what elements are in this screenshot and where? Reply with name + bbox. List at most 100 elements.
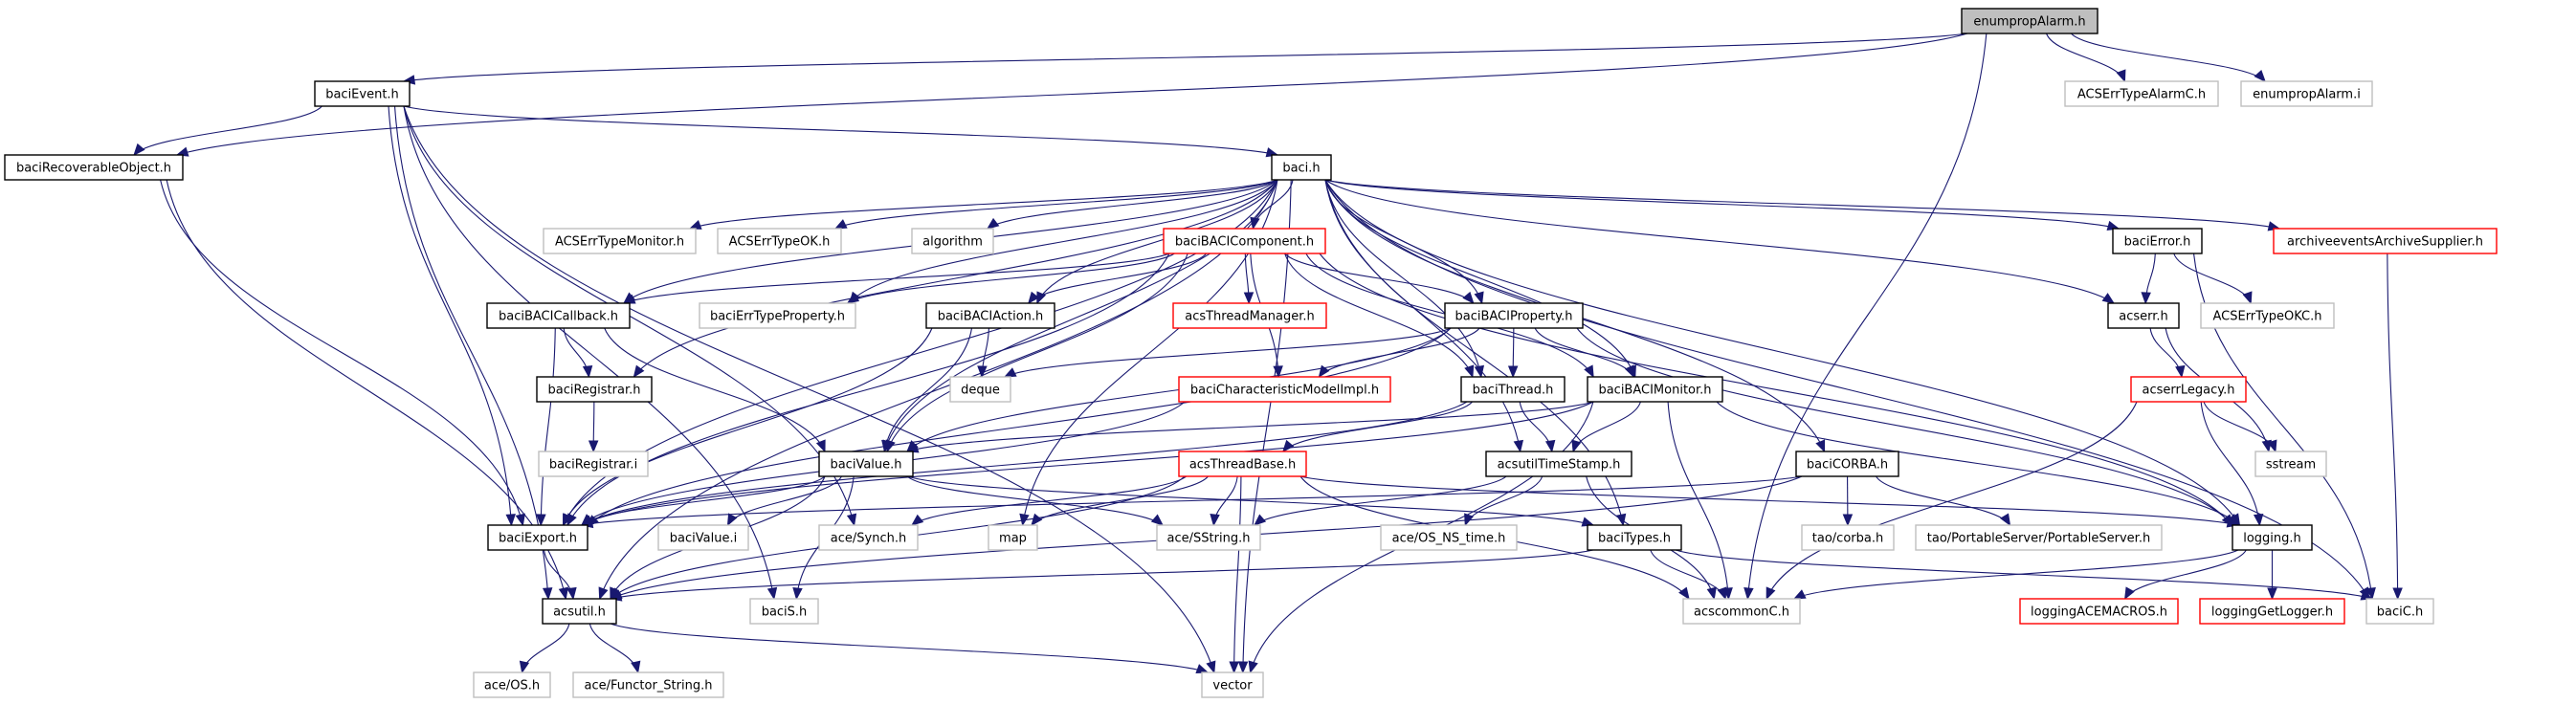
node-bacibacimonitor-h[interactable]: baciBACIMonitor.h <box>1587 376 1723 403</box>
node-box[interactable] <box>949 376 1011 403</box>
node-vector[interactable]: vector <box>1201 671 1264 698</box>
node-bacierror-h[interactable]: baciError.h <box>2112 228 2203 254</box>
node-algorithm[interactable]: algorithm <box>911 228 994 254</box>
node-box[interactable] <box>1172 302 1327 329</box>
node-box[interactable] <box>1380 524 1518 551</box>
node-box[interactable] <box>1801 524 1895 551</box>
node-box[interactable] <box>1682 598 1801 625</box>
node-baciregistrar-i[interactable]: baciRegistrar.i <box>538 451 649 477</box>
node-acsutiltimestamp-h[interactable]: acsutilTimeStamp.h <box>1485 451 1632 477</box>
node-box[interactable] <box>2199 598 2345 625</box>
node-bacivalue-h[interactable]: baciValue.h <box>818 451 914 477</box>
node-box[interactable] <box>2064 80 2219 107</box>
node-box[interactable] <box>911 228 994 254</box>
node-ace-synch-h[interactable]: ace/Synch.h <box>818 524 919 551</box>
node-box[interactable] <box>543 228 697 254</box>
node-bacievent-h[interactable]: baciEvent.h <box>314 80 411 107</box>
node-box[interactable] <box>2254 451 2327 477</box>
node-sstream[interactable]: sstream <box>2254 451 2327 477</box>
node-bacithread-h[interactable]: baciThread.h <box>1460 376 1566 403</box>
node-box[interactable] <box>542 598 617 625</box>
node-box[interactable] <box>1156 524 1261 551</box>
node-tao-portableserver-h[interactable]: tao/PortableServer/PortableServer.h <box>1915 524 2163 551</box>
node-bacibacicallback-h[interactable]: baciBACICallback.h <box>486 302 631 329</box>
node-bacicorba-h[interactable]: baciCORBA.h <box>1795 451 1899 477</box>
node-deque[interactable]: deque <box>949 376 1011 403</box>
node-enumpropalarm-h[interactable]: enumpropAlarm.h <box>1961 8 2099 34</box>
node-bacierrtypeproperty-h[interactable]: baciErrTypeProperty.h <box>699 302 856 329</box>
node-box[interactable] <box>2240 80 2373 107</box>
node-ace-sstring-h[interactable]: ace/SString.h <box>1156 524 1261 551</box>
node-logging-h[interactable]: logging.h <box>2232 524 2313 551</box>
node-acserrtypeok-h[interactable]: ACSErrTypeOK.h <box>717 228 842 254</box>
node-box[interactable] <box>1163 228 1326 254</box>
node-box[interactable] <box>487 524 588 551</box>
node-box[interactable] <box>818 524 919 551</box>
node-box[interactable] <box>314 80 411 107</box>
node-box[interactable] <box>1460 376 1566 403</box>
node-box[interactable] <box>1587 376 1723 403</box>
node-box[interactable] <box>572 671 724 698</box>
node-box[interactable] <box>536 376 653 403</box>
node-box[interactable] <box>925 302 1055 329</box>
node-baciregistrar-h[interactable]: baciRegistrar.h <box>536 376 653 403</box>
node-tao-corba-h[interactable]: tao/corba.h <box>1801 524 1895 551</box>
node-box[interactable] <box>1178 451 1307 477</box>
node-loggingacemacros-h[interactable]: loggingACEMACROS.h <box>2019 598 2179 625</box>
node-box[interactable] <box>2019 598 2179 625</box>
node-acserrlegacy-h[interactable]: acserrLegacy.h <box>2130 376 2247 403</box>
node-box[interactable] <box>2112 228 2203 254</box>
node-bacitypes-h[interactable]: baciTypes.h <box>1587 524 1682 551</box>
node-box[interactable] <box>2273 228 2498 254</box>
node-acscommonc-h[interactable]: acscommonC.h <box>1682 598 1801 625</box>
node-box[interactable] <box>1485 451 1632 477</box>
node-ace-os-h[interactable]: ace/OS.h <box>473 671 551 698</box>
node-box[interactable] <box>717 228 842 254</box>
node-box[interactable] <box>2130 376 2247 403</box>
node-bacibaciproperty-h[interactable]: baciBACIProperty.h <box>1444 302 1584 329</box>
node-logginggetlogger-h[interactable]: loggingGetLogger.h <box>2199 598 2345 625</box>
node-acsthreadmanager-h[interactable]: acsThreadManager.h <box>1172 302 1327 329</box>
node-bacibaciaction-h[interactable]: baciBACIAction.h <box>925 302 1055 329</box>
node-box[interactable] <box>473 671 551 698</box>
node-box[interactable] <box>1915 524 2163 551</box>
node-archiveeventsarchivesupplier-h[interactable]: archiveeventsArchiveSupplier.h <box>2273 228 2498 254</box>
node-ace-os-ns-time-h[interactable]: ace/OS_NS_time.h <box>1380 524 1518 551</box>
node-box[interactable] <box>657 524 749 551</box>
node-box[interactable] <box>2200 302 2335 329</box>
node-box[interactable] <box>2365 598 2434 625</box>
node-acserrtypeokc-h[interactable]: ACSErrTypeOKC.h <box>2200 302 2335 329</box>
node-box[interactable] <box>1961 8 2099 34</box>
node-box[interactable] <box>1795 451 1899 477</box>
node-box[interactable] <box>1271 154 1332 181</box>
node-bacis-h[interactable]: baciS.h <box>749 598 819 625</box>
node-box[interactable] <box>486 302 631 329</box>
node-box[interactable] <box>2107 302 2180 329</box>
node-bacirecoverableobject-h[interactable]: baciRecoverableObject.h <box>4 154 184 181</box>
node-acsutil-h[interactable]: acsutil.h <box>542 598 617 625</box>
node-baciexport-h[interactable]: baciExport.h <box>487 524 588 551</box>
node-box[interactable] <box>1444 302 1584 329</box>
node-ace-functor-string-h[interactable]: ace/Functor_String.h <box>572 671 724 698</box>
node-map[interactable]: map <box>988 524 1038 551</box>
node-box[interactable] <box>2232 524 2313 551</box>
node-enumpropalarm-i[interactable]: enumpropAlarm.i <box>2240 80 2373 107</box>
node-bacibacicomponent-h[interactable]: baciBACIComponent.h <box>1163 228 1326 254</box>
node-box[interactable] <box>749 598 819 625</box>
node-acserrtypealarmc-h[interactable]: ACSErrTypeAlarmC.h <box>2064 80 2219 107</box>
node-bacic-h[interactable]: baciC.h <box>2365 598 2434 625</box>
node-acsthreadbase-h[interactable]: acsThreadBase.h <box>1178 451 1307 477</box>
node-box[interactable] <box>538 451 649 477</box>
node-box[interactable] <box>818 451 914 477</box>
node-box[interactable] <box>1178 376 1391 403</box>
node-box[interactable] <box>1587 524 1682 551</box>
node-bacicharacteristicmodelimpl-h[interactable]: baciCharacteristicModelImpl.h <box>1178 376 1391 403</box>
node-acserr-h[interactable]: acserr.h <box>2107 302 2180 329</box>
node-acserrtypemonitor-h[interactable]: ACSErrTypeMonitor.h <box>543 228 697 254</box>
node-box[interactable] <box>988 524 1038 551</box>
node-bacivalue-i[interactable]: baciValue.i <box>657 524 749 551</box>
node-box[interactable] <box>1201 671 1264 698</box>
node-box[interactable] <box>4 154 184 181</box>
node-box[interactable] <box>699 302 856 329</box>
node-baci-h[interactable]: baci.h <box>1271 154 1332 181</box>
